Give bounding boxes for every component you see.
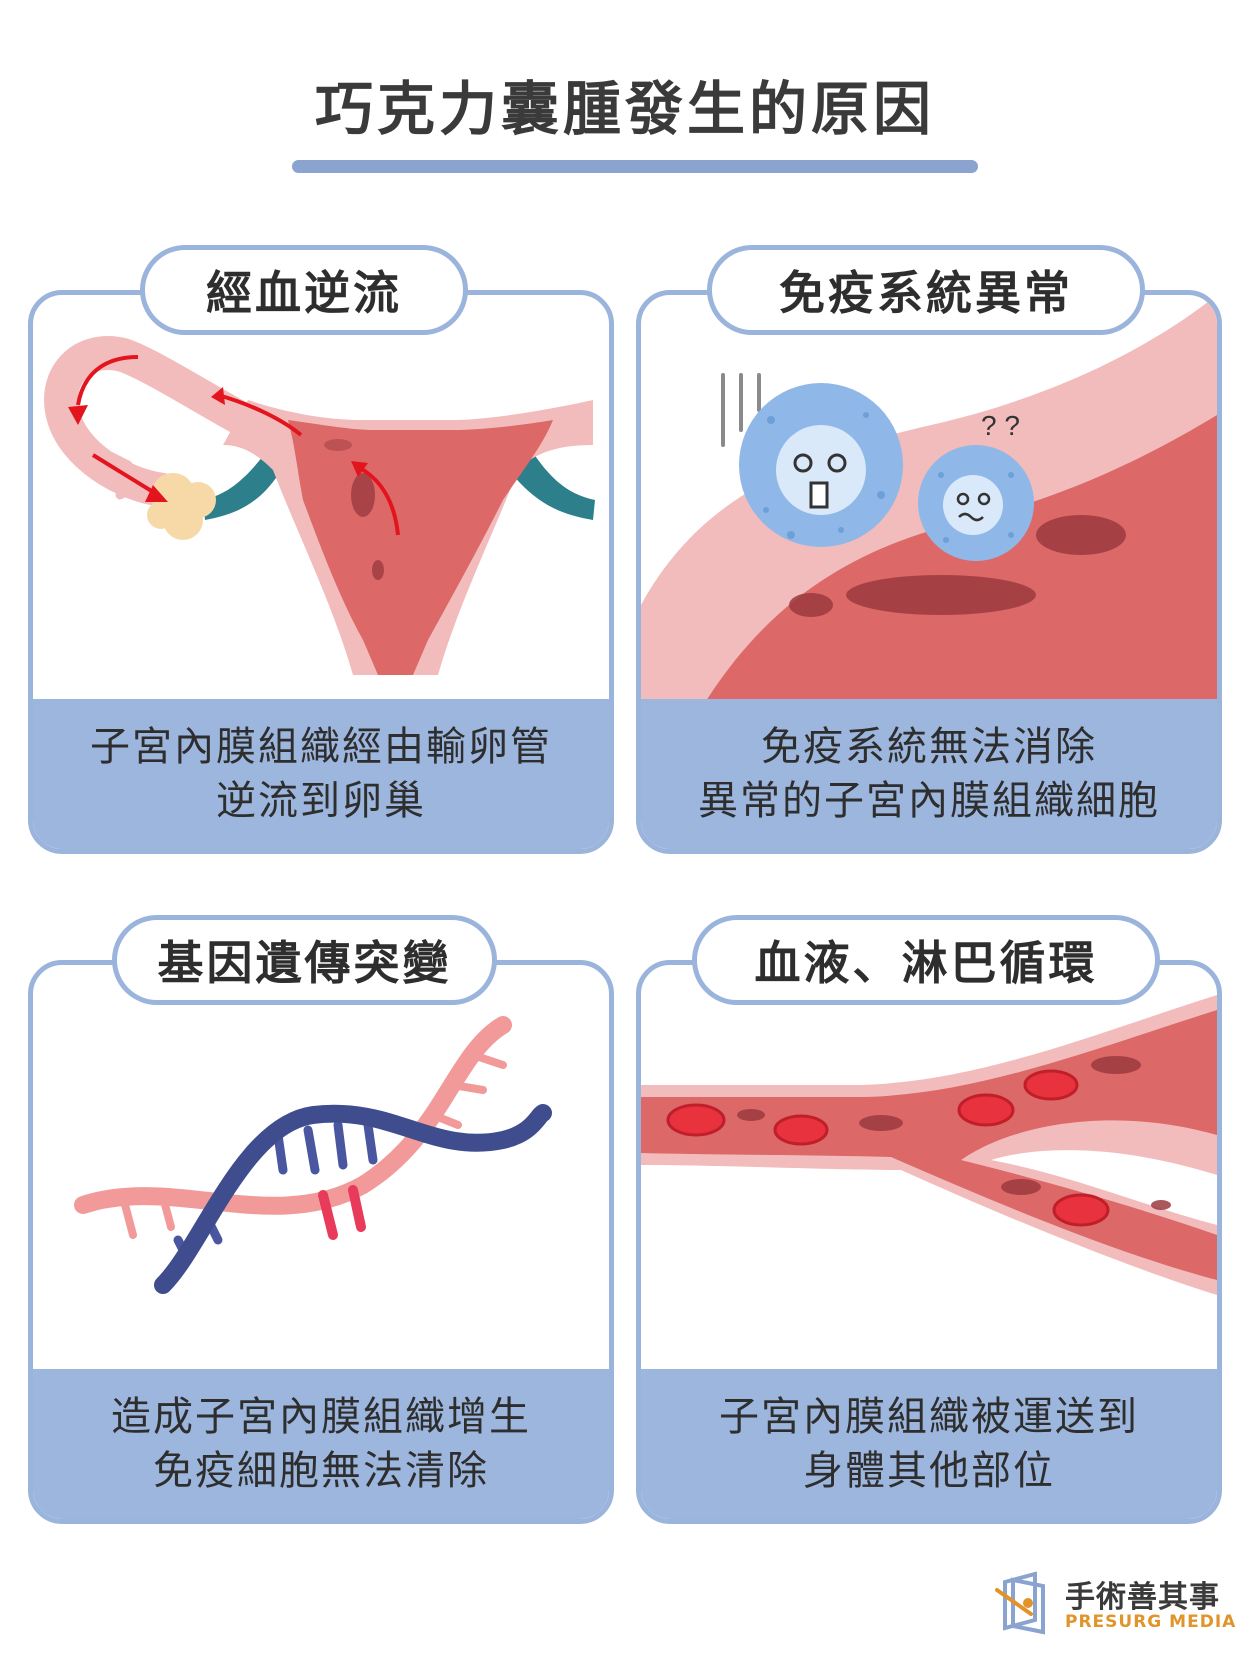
panel-blood-lymph: 子宮內膜組織被運送到 身體其他部位: [636, 960, 1222, 1524]
panel-heading-genetic: 基因遺傳突變: [112, 915, 497, 1005]
uterus-reflux-illustration: [33, 295, 609, 709]
caption-line-1: 造成子宮內膜組織增生: [111, 1394, 531, 1440]
dna-svg: [74, 1016, 552, 1294]
uterus-svg: [44, 336, 595, 675]
caption-line-2: 身體其他部位: [803, 1448, 1055, 1494]
caption-line-1: 子宮內膜組織經由輸卵管: [90, 724, 552, 770]
caption-line-2: 免疫細胞無法清除: [153, 1448, 489, 1494]
panel-immune-abnormal: ? ? 免疫系統無法消除 異常的子宮內膜組織細胞: [636, 290, 1222, 854]
caption-line-2: 異常的子宮內膜組織細胞: [698, 778, 1160, 824]
dna-illustration: [33, 965, 609, 1379]
svg-text:? ?: ? ?: [981, 410, 1020, 441]
panel-caption: 造成子宮內膜組織增生 免疫細胞無法清除: [33, 1369, 609, 1519]
vessel-svg: [641, 995, 1217, 1295]
panel-caption: 免疫系統無法消除 異常的子宮內膜組織細胞: [641, 699, 1217, 849]
title-underline: [292, 160, 978, 173]
blood-vessel-illustration: [641, 965, 1217, 1379]
panel-heading-immune: 免疫系統異常: [707, 245, 1145, 335]
brand-logo-icon: [995, 1571, 1045, 1635]
panel-heading-reflux: 經血逆流: [140, 245, 468, 335]
panel-menstrual-reflux: 子宮內膜組織經由輸卵管 逆流到卵巢: [28, 290, 614, 854]
panel-caption: 子宮內膜組織被運送到 身體其他部位: [641, 1369, 1217, 1519]
caption-line-1: 子宮內膜組織被運送到: [719, 1394, 1139, 1440]
brand-name-zh: 手術善其事: [1065, 1580, 1220, 1615]
brand-name-en: PRESURG MEDIA: [1065, 1612, 1237, 1632]
panel-genetic-mutation: 造成子宮內膜組織增生 免疫細胞無法清除: [28, 960, 614, 1524]
panel-heading-circulation: 血液、淋巴循環: [692, 915, 1160, 1005]
caption-line-2: 逆流到卵巢: [216, 778, 426, 824]
immune-cells-illustration: ? ?: [641, 295, 1217, 709]
page-title: 巧克力囊腫發生的原因: [314, 75, 935, 143]
caption-line-1: 免疫系統無法消除: [761, 724, 1097, 770]
immune-svg: ? ?: [641, 295, 1217, 709]
panel-caption: 子宮內膜組織經由輸卵管 逆流到卵巢: [33, 699, 609, 849]
